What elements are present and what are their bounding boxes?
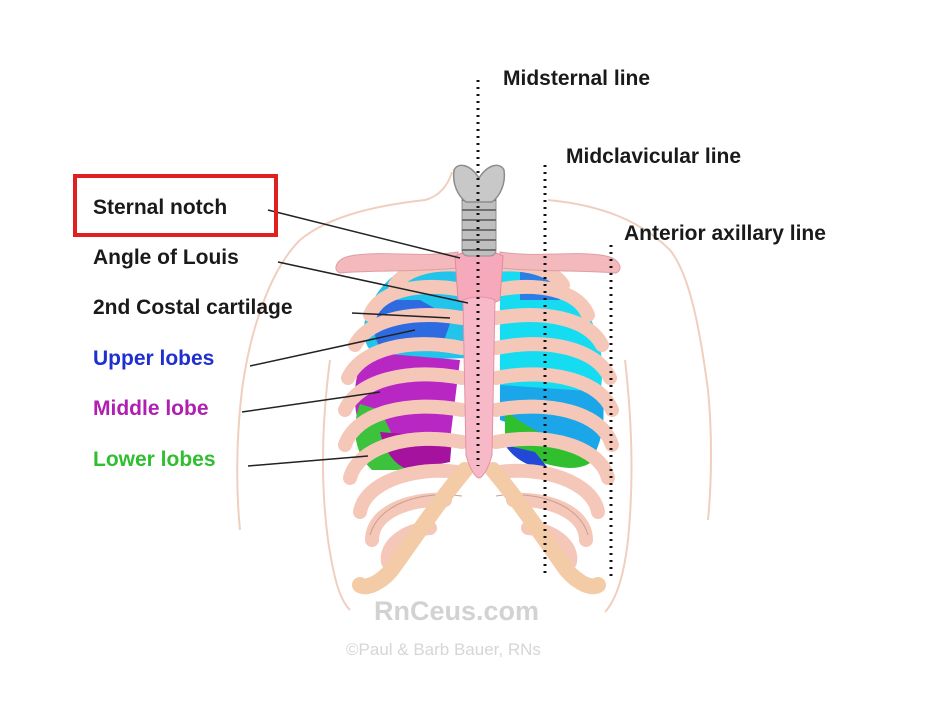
left-rib-4 bbox=[341, 337, 469, 385]
label-sternal-notch: Sternal notch bbox=[93, 196, 228, 219]
body-outline bbox=[321, 359, 351, 611]
leader-angle-of-louis bbox=[277, 261, 469, 304]
leader-upper-lobes bbox=[249, 329, 416, 367]
label-midclavicular-line: Midclavicular line bbox=[566, 145, 742, 168]
watermark-credit: ©Paul & Barb Bauer, RNs bbox=[346, 640, 541, 659]
right-rib-3 bbox=[489, 308, 609, 352]
sternal-notch-highlight-box bbox=[73, 174, 278, 237]
label-anterior-axillary-line: Anterior axillary line bbox=[624, 222, 826, 245]
left-rib-8 bbox=[353, 463, 465, 519]
label-midsternal-line: Midsternal line bbox=[503, 67, 651, 90]
left-rib-6 bbox=[338, 399, 469, 452]
left-costal-margin bbox=[352, 462, 473, 595]
right-rib-5 bbox=[489, 367, 619, 417]
watermark-site: RnCeus.com bbox=[374, 596, 540, 626]
body-outline bbox=[604, 359, 633, 613]
thyroid-cartilage bbox=[452, 164, 506, 203]
label-middle-lobe: Middle lobe bbox=[93, 397, 209, 420]
right-clavicle bbox=[499, 251, 621, 274]
leader-middle-lobe bbox=[241, 391, 381, 413]
left-rib-3 bbox=[348, 308, 469, 352]
label-upper-lobes: Upper lobes bbox=[93, 347, 215, 370]
right-rib-4 bbox=[489, 337, 617, 385]
leader-sternal-notch bbox=[267, 209, 461, 259]
label-lower-lobes: Lower lobes bbox=[93, 448, 216, 471]
left-rib-2 bbox=[363, 280, 469, 322]
left-clavicle bbox=[335, 251, 459, 274]
right-rib-2 bbox=[489, 280, 595, 322]
leader-costal-cartilage bbox=[351, 312, 451, 319]
label-angle-of-louis: Angle of Louis bbox=[93, 246, 239, 269]
right-rib-8 bbox=[493, 463, 605, 519]
right-rib-6 bbox=[489, 399, 619, 452]
body-outline bbox=[299, 171, 453, 241]
right-rib-7 bbox=[489, 431, 615, 485]
right-costal-margin bbox=[485, 462, 606, 595]
left-rib-5 bbox=[338, 367, 469, 417]
body-outline bbox=[547, 199, 712, 521]
sternum-body bbox=[462, 296, 496, 479]
left-rib-7 bbox=[343, 431, 469, 485]
leader-lower-lobes bbox=[247, 455, 369, 467]
right-lower-lobe-blue bbox=[505, 445, 548, 468]
label-2nd-costal-cartilage: 2nd Costal cartilage bbox=[93, 296, 293, 319]
body-outline bbox=[236, 239, 301, 531]
